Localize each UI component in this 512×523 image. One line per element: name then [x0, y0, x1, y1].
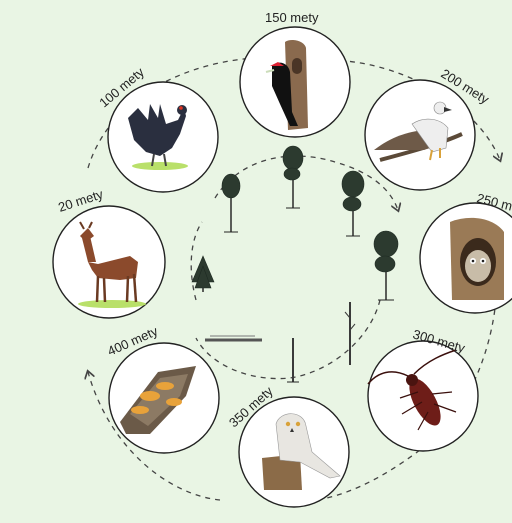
stage-100-mety: 100 mety — [96, 64, 218, 192]
inner-arrow-top — [215, 156, 398, 210]
tree-pine-1 — [222, 174, 240, 232]
tree-pine-3 — [342, 171, 364, 236]
stage-label-150: 150 mety — [265, 10, 319, 25]
tree-dead-tall — [345, 302, 355, 365]
stage-350-mety: 350 mety — [226, 383, 349, 507]
stage-20-mety: 20 mety — [53, 186, 165, 318]
tree-snag — [287, 338, 299, 382]
stage-150-mety: 150 mety — [240, 10, 350, 137]
fallen-log — [205, 336, 262, 340]
tree-young-left — [192, 256, 214, 292]
owl-in-hollow-icon — [450, 218, 504, 300]
tree-pine-2 — [283, 146, 303, 208]
stage-400-mety: 400 mety — [105, 323, 219, 453]
stage-250-mety: 250 mety — [420, 190, 512, 313]
tree-pine-4 — [374, 231, 398, 300]
stage-200-mety: 200 mety — [365, 66, 492, 190]
stage-300-mety: 300 mety — [368, 326, 478, 451]
